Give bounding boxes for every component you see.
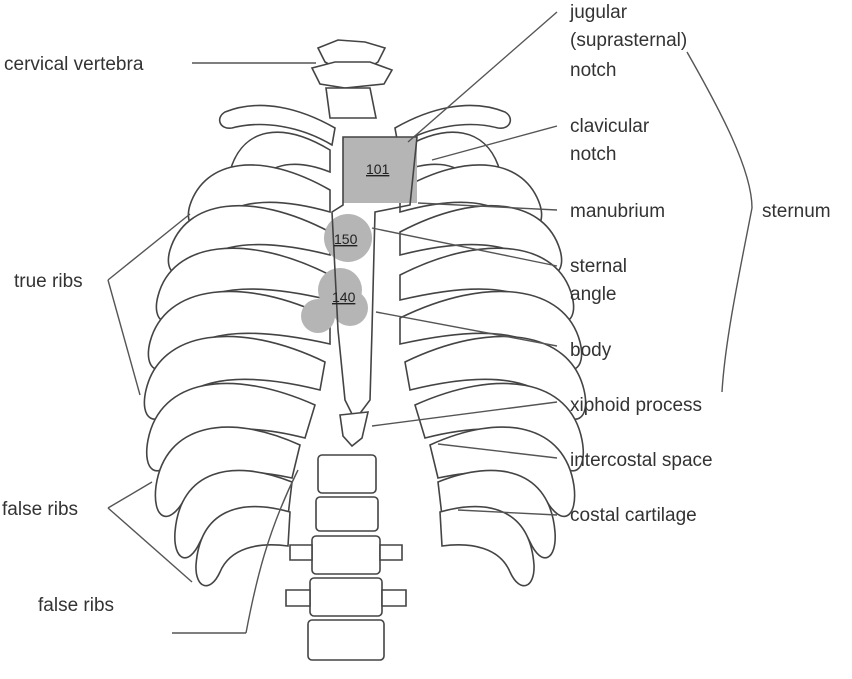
label-false-ribs-1: false ribs	[2, 499, 78, 520]
label-body: body	[570, 340, 612, 361]
label-jugular-line2: (suprasternal)	[570, 30, 687, 51]
label-sternal-angle-line1: sternal	[570, 256, 627, 277]
ref-150: 150	[334, 231, 358, 247]
label-cervical-vertebra: cervical vertebra	[4, 54, 144, 75]
xiphoid-shape	[340, 412, 368, 446]
ref-140: 140	[332, 289, 356, 305]
label-jugular-line1: jugular	[569, 2, 628, 23]
label-xiphoid-process: xiphoid process	[570, 395, 702, 416]
label-intercostal-space: intercostal space	[570, 450, 713, 471]
ref-101: 101	[366, 161, 390, 177]
region-140-b	[301, 299, 335, 333]
label-costal-cartilage: costal cartilage	[570, 505, 697, 526]
label-false-ribs-2: false ribs	[38, 595, 114, 616]
left-ribs	[144, 132, 330, 585]
label-sternum: sternum	[762, 201, 831, 222]
label-clavicular-line2: notch	[570, 144, 616, 165]
spine	[286, 455, 406, 660]
label-jugular-line3: notch	[570, 60, 616, 81]
right-ribs	[400, 132, 586, 585]
label-true-ribs: true ribs	[14, 271, 83, 292]
label-manubrium: manubrium	[570, 201, 665, 222]
cervical-vertebra-shape	[312, 40, 392, 118]
label-sternal-angle-line2: angle	[570, 284, 617, 305]
label-clavicular-line1: clavicular	[570, 116, 650, 137]
